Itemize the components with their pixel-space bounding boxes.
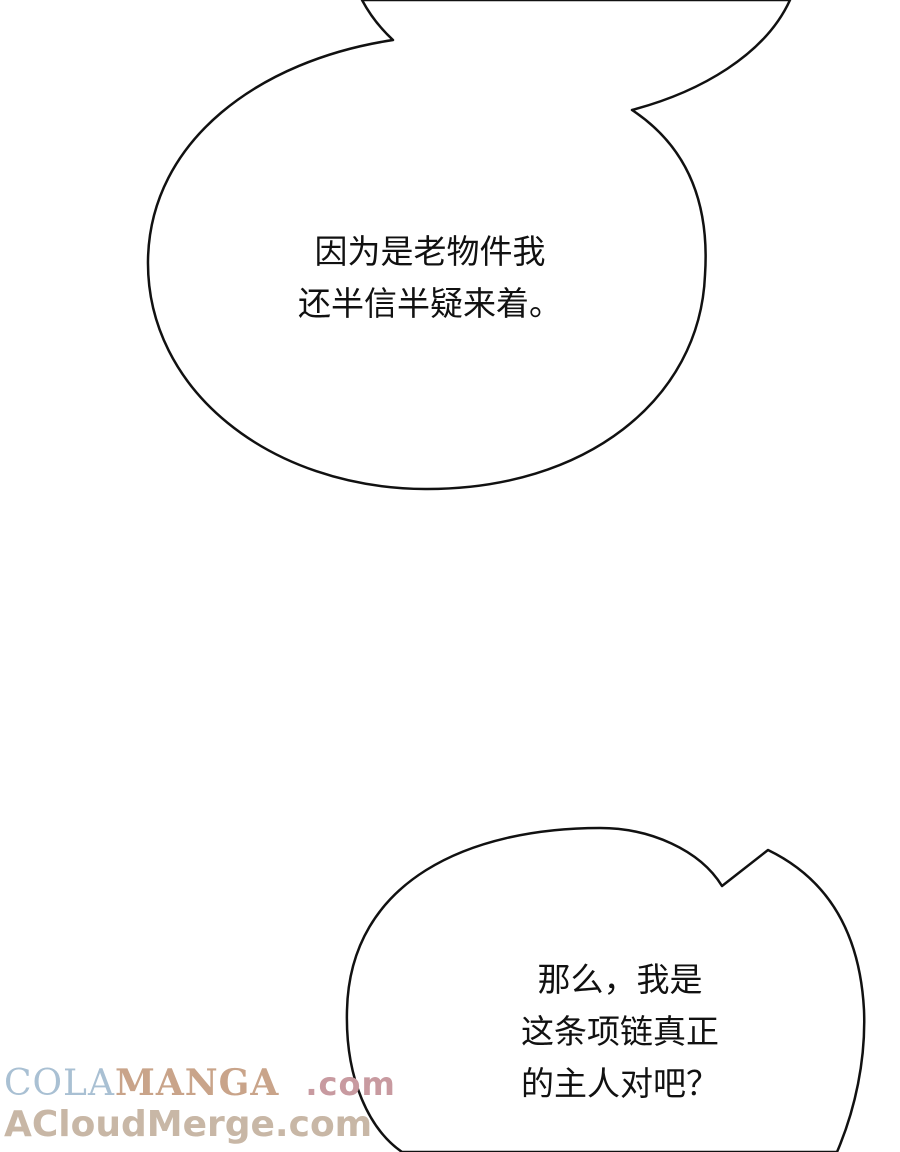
bottom-bubble-dialogue: 那么，我是 这条项链真正 的主人对吧？ [470, 954, 770, 1110]
top-speech-bubble [146, 0, 792, 491]
watermark-acloudmerge: ACloudMerge.com [4, 1104, 373, 1145]
top-bubble-dialogue: 因为是老物件我 还半信半疑来着。 [270, 226, 590, 330]
watermark-colamanga: COLAMANGA .com [4, 1062, 396, 1104]
watermark-text-com: .com [305, 1065, 396, 1103]
dialogue-line: 因为是老物件我 [314, 232, 546, 271]
watermark-text-manga: MANGA [114, 1062, 280, 1104]
dialogue-line: 那么，我是 [537, 960, 703, 999]
watermark-text-cola: COLA [4, 1063, 115, 1104]
dialogue-line: 的主人对吧？ [521, 1064, 719, 1103]
dialogue-line: 还半信半疑来着。 [298, 284, 562, 323]
bottom-speech-bubble [345, 826, 866, 1152]
dialogue-line: 这条项链真正 [521, 1012, 719, 1051]
